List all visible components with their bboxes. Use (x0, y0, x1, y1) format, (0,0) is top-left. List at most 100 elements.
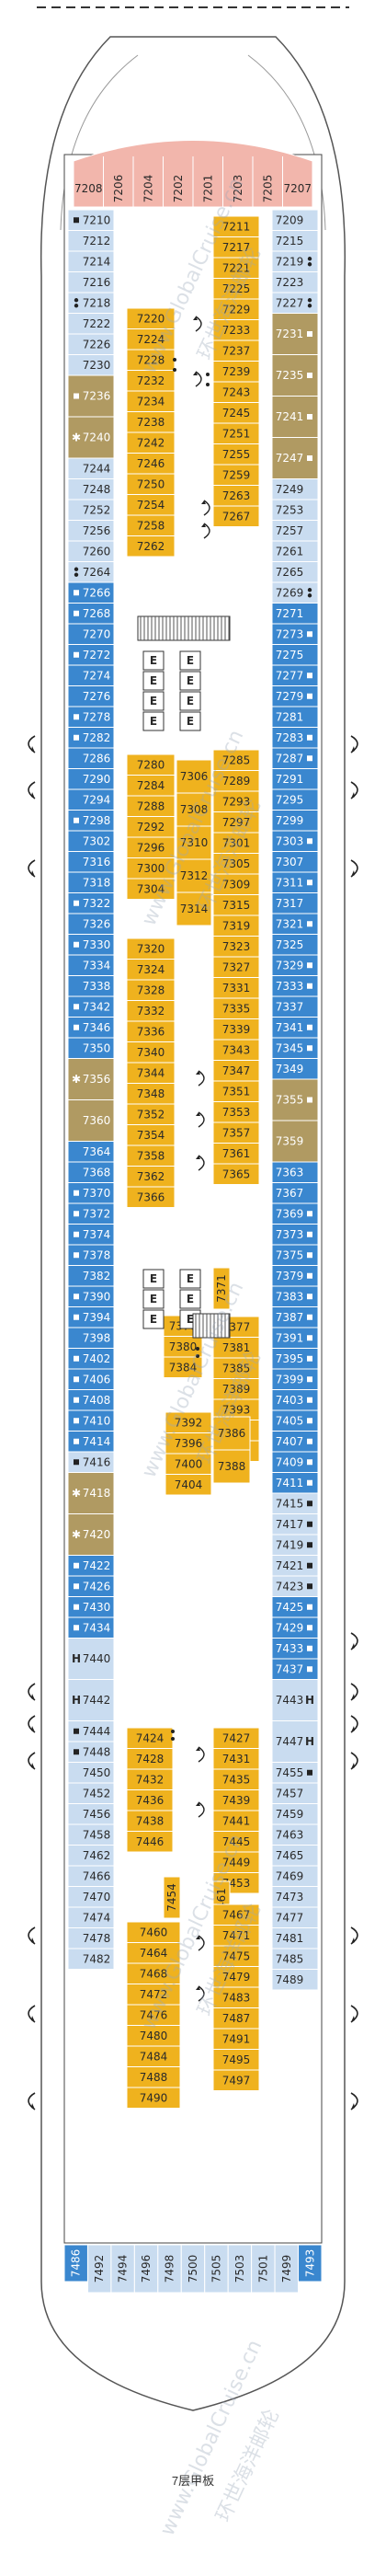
cabin-7272[interactable]: 7272 (83, 649, 111, 661)
cabin-7489-cell[interactable] (271, 1969, 319, 1991)
cabin-7276[interactable]: 7276 (83, 690, 111, 703)
cabin-7246[interactable]: 7246 (137, 457, 165, 470)
cabin-7489[interactable]: 7489 (276, 1973, 304, 1986)
cabin-7430[interactable]: 7430 (83, 1601, 111, 1614)
cabin-7497[interactable]: 7497 (222, 2074, 251, 2087)
cabin-7359-cell[interactable] (271, 1120, 319, 1163)
cabin-7221[interactable]: 7221 (222, 261, 251, 274)
cabin-7216[interactable]: 7216 (83, 276, 111, 289)
cabin-7347[interactable]: 7347 (222, 1064, 251, 1077)
cabin-7404-cell[interactable] (165, 1474, 212, 1496)
cabin-7262-cell[interactable] (126, 535, 176, 558)
cabin-7314[interactable]: 7314 (180, 903, 209, 915)
cabin-7455[interactable]: 7455 (276, 1766, 304, 1779)
cabin-7320[interactable]: 7320 (137, 942, 165, 955)
cabin-7437[interactable]: 7437 (276, 1662, 304, 1675)
cabin-7371[interactable]: 7371 (215, 1274, 228, 1303)
cabin-7267[interactable]: 7267 (222, 510, 251, 523)
cabin-7222[interactable]: 7222 (83, 317, 111, 330)
cabin-7503[interactable]: 7503 (233, 2255, 246, 2283)
cabin-7465[interactable]: 7465 (276, 1849, 304, 1862)
cabin-7466[interactable]: 7466 (83, 1869, 111, 1882)
cabin-7243[interactable]: 7243 (222, 385, 251, 398)
cabin-7341[interactable]: 7341 (276, 1021, 304, 1034)
cabin-7435[interactable]: 7435 (222, 1773, 251, 1786)
cabin-7348[interactable]: 7348 (137, 1087, 165, 1100)
cabin-7284[interactable]: 7284 (137, 779, 165, 792)
cabin-7400[interactable]: 7400 (175, 1457, 203, 1470)
cabin-7259[interactable]: 7259 (222, 468, 251, 481)
cabin-7463[interactable]: 7463 (276, 1828, 304, 1841)
cabin-7325[interactable]: 7325 (276, 938, 304, 951)
cabin-7287[interactable]: 7287 (276, 752, 304, 765)
cabin-7206[interactable]: 7206 (112, 175, 125, 203)
cabin-7312[interactable]: 7312 (180, 869, 209, 882)
cabin-7365[interactable]: 7365 (222, 1167, 251, 1180)
cabin-7289[interactable]: 7289 (222, 775, 251, 788)
cabin-7293[interactable]: 7293 (222, 795, 251, 808)
cabin-7346[interactable]: 7346 (83, 1021, 111, 1034)
cabin-7396[interactable]: 7396 (175, 1437, 203, 1450)
cabin-7492[interactable]: 7492 (93, 2255, 106, 2283)
cabin-7228[interactable]: 7228 (137, 353, 165, 366)
cabin-7457[interactable]: 7457 (276, 1787, 304, 1800)
cabin-7349[interactable]: 7349 (276, 1063, 304, 1075)
cabin-7343[interactable]: 7343 (222, 1043, 251, 1056)
cabin-7471[interactable]: 7471 (222, 1929, 251, 1942)
cabin-7490-cell[interactable] (126, 2087, 181, 2109)
cabin-7402[interactable]: 7402 (83, 1352, 111, 1365)
cabin-7255[interactable]: 7255 (222, 448, 251, 461)
cabin-7384-cell[interactable] (163, 1356, 203, 1378)
cabin-7219[interactable]: 7219 (276, 255, 304, 268)
cabin-7316[interactable]: 7316 (83, 856, 111, 868)
cabin-7415[interactable]: 7415 (276, 1497, 304, 1510)
cabin-7496-cell[interactable] (133, 2244, 159, 2294)
cabin-7497-cell[interactable] (212, 2069, 260, 2091)
cabin-7386[interactable]: 7386 (218, 1427, 246, 1440)
cabin-7405[interactable]: 7405 (276, 1414, 304, 1427)
cabin-7285[interactable]: 7285 (222, 753, 251, 766)
cabin-7203[interactable]: 7203 (232, 175, 244, 203)
cabin-7333[interactable]: 7333 (276, 980, 304, 993)
cabin-7500-cell[interactable] (180, 2244, 206, 2294)
cabin-7469[interactable]: 7469 (276, 1869, 304, 1882)
cabin-7240-cell[interactable] (67, 416, 115, 459)
cabin-7493-cell[interactable] (298, 2244, 323, 2283)
cabin-7388[interactable]: 7388 (218, 1460, 246, 1473)
cabin-7479[interactable]: 7479 (222, 1971, 251, 1984)
cabin-7414[interactable]: 7414 (83, 1435, 111, 1448)
cabin-7265[interactable]: 7265 (276, 566, 304, 579)
cabin-7388-cell[interactable] (212, 1449, 251, 1484)
cabin-7253[interactable]: 7253 (276, 503, 304, 516)
cabin-7202[interactable]: 7202 (172, 175, 185, 203)
cabin-7356-cell[interactable] (67, 1058, 115, 1100)
cabin-7249[interactable]: 7249 (276, 483, 304, 496)
cabin-7345[interactable]: 7345 (276, 1041, 304, 1054)
cabin-7252[interactable]: 7252 (83, 503, 111, 516)
cabin-7381[interactable]: 7381 (222, 1341, 251, 1354)
cabin-7210[interactable]: 7210 (83, 213, 111, 226)
cabin-7340[interactable]: 7340 (137, 1046, 165, 1059)
cabin-7484[interactable]: 7484 (140, 2050, 168, 2063)
cabin-7443[interactable]: 7443 (276, 1694, 304, 1707)
cabin-7438[interactable]: 7438 (136, 1814, 165, 1827)
cabin-7339[interactable]: 7339 (222, 1023, 251, 1036)
cabin-7454-cell[interactable] (163, 1876, 181, 1919)
cabin-7234[interactable]: 7234 (137, 395, 165, 408)
cabin-7399[interactable]: 7399 (276, 1373, 304, 1386)
cabin-7304[interactable]: 7304 (137, 882, 165, 895)
cabin-7447[interactable]: 7447 (276, 1735, 304, 1748)
cabin-7475[interactable]: 7475 (222, 1949, 251, 1962)
cabin-7493[interactable]: 7493 (303, 2249, 316, 2278)
cabin-7486-cell[interactable] (63, 2244, 88, 2283)
cabin-7439[interactable]: 7439 (222, 1794, 251, 1807)
cabin-7395[interactable]: 7395 (276, 1352, 304, 1365)
cabin-7384[interactable]: 7384 (169, 1361, 198, 1374)
cabin-7331[interactable]: 7331 (222, 982, 251, 995)
cabin-7498[interactable]: 7498 (164, 2255, 176, 2283)
cabin-7351[interactable]: 7351 (222, 1085, 251, 1098)
cabin-7470[interactable]: 7470 (83, 1891, 111, 1903)
cabin-7473[interactable]: 7473 (276, 1891, 304, 1903)
cabin-7204[interactable]: 7204 (142, 175, 154, 203)
cabin-7300[interactable]: 7300 (137, 862, 165, 875)
